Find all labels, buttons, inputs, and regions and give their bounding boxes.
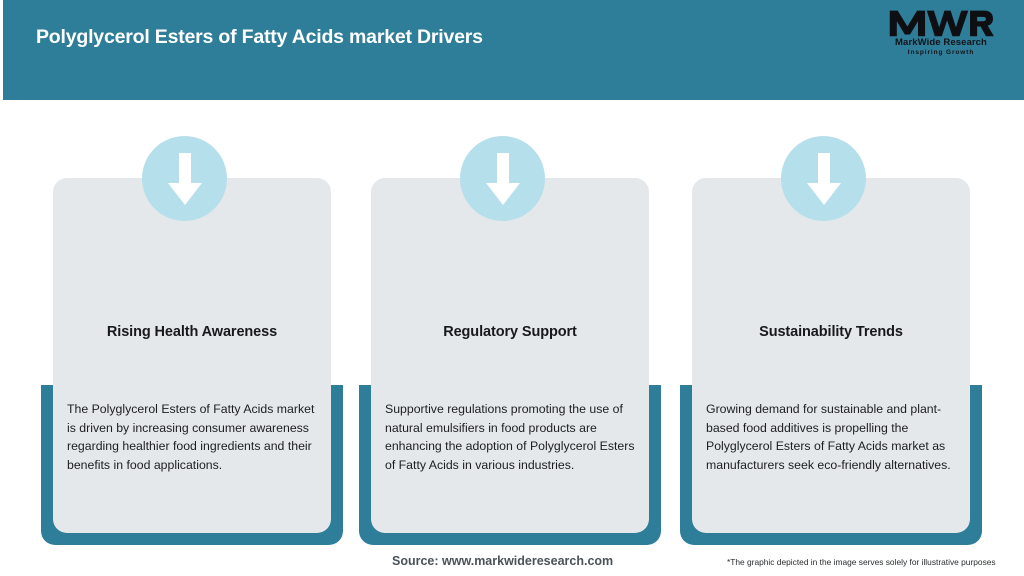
card-description: Supportive regulations promoting the use… xyxy=(385,402,635,472)
page-title: Polyglycerol Esters of Fatty Acids marke… xyxy=(36,26,483,48)
down-arrow-badge xyxy=(460,136,545,221)
driver-card-1: Rising Health Awareness The Polyglycerol… xyxy=(41,100,343,546)
card-surface: Regulatory Support Supportive regulation… xyxy=(371,178,649,533)
down-arrow-icon xyxy=(485,152,520,205)
drivers-card-row: Rising Health Awareness The Polyglycerol… xyxy=(0,100,1024,546)
card-description: Growing demand for sustainable and plant… xyxy=(706,402,951,472)
card-surface: Rising Health Awareness The Polyglycerol… xyxy=(53,178,331,533)
brand-logo: MarkWide Research Inspiring Growth xyxy=(882,8,1000,64)
source-label: Source: www.markwideresearch.com xyxy=(392,554,614,568)
down-arrow-badge xyxy=(781,136,866,221)
card-title: Regulatory Support xyxy=(443,324,577,340)
down-arrow-badge xyxy=(142,136,227,221)
driver-card-2: Regulatory Support Supportive regulation… xyxy=(359,100,661,546)
disclaimer-note: *The graphic depicted in the image serve… xyxy=(727,557,996,567)
page-header: Polyglycerol Esters of Fatty Acids marke… xyxy=(3,0,1024,100)
down-arrow-icon xyxy=(806,152,841,205)
mwr-logo-icon xyxy=(889,10,994,37)
card-description: The Polyglycerol Esters of Fatty Acids m… xyxy=(67,402,315,472)
card-title: Rising Health Awareness xyxy=(106,324,278,340)
card-surface: Sustainability Trends Growing demand for… xyxy=(692,178,970,533)
logo-tagline: Inspiring Growth xyxy=(907,49,975,56)
down-arrow-icon xyxy=(167,152,202,205)
driver-card-3: Sustainability Trends Growing demand for… xyxy=(680,100,982,546)
card-title: Sustainability Trends xyxy=(759,324,903,340)
logo-company-name: MarkWide Research xyxy=(895,37,987,48)
